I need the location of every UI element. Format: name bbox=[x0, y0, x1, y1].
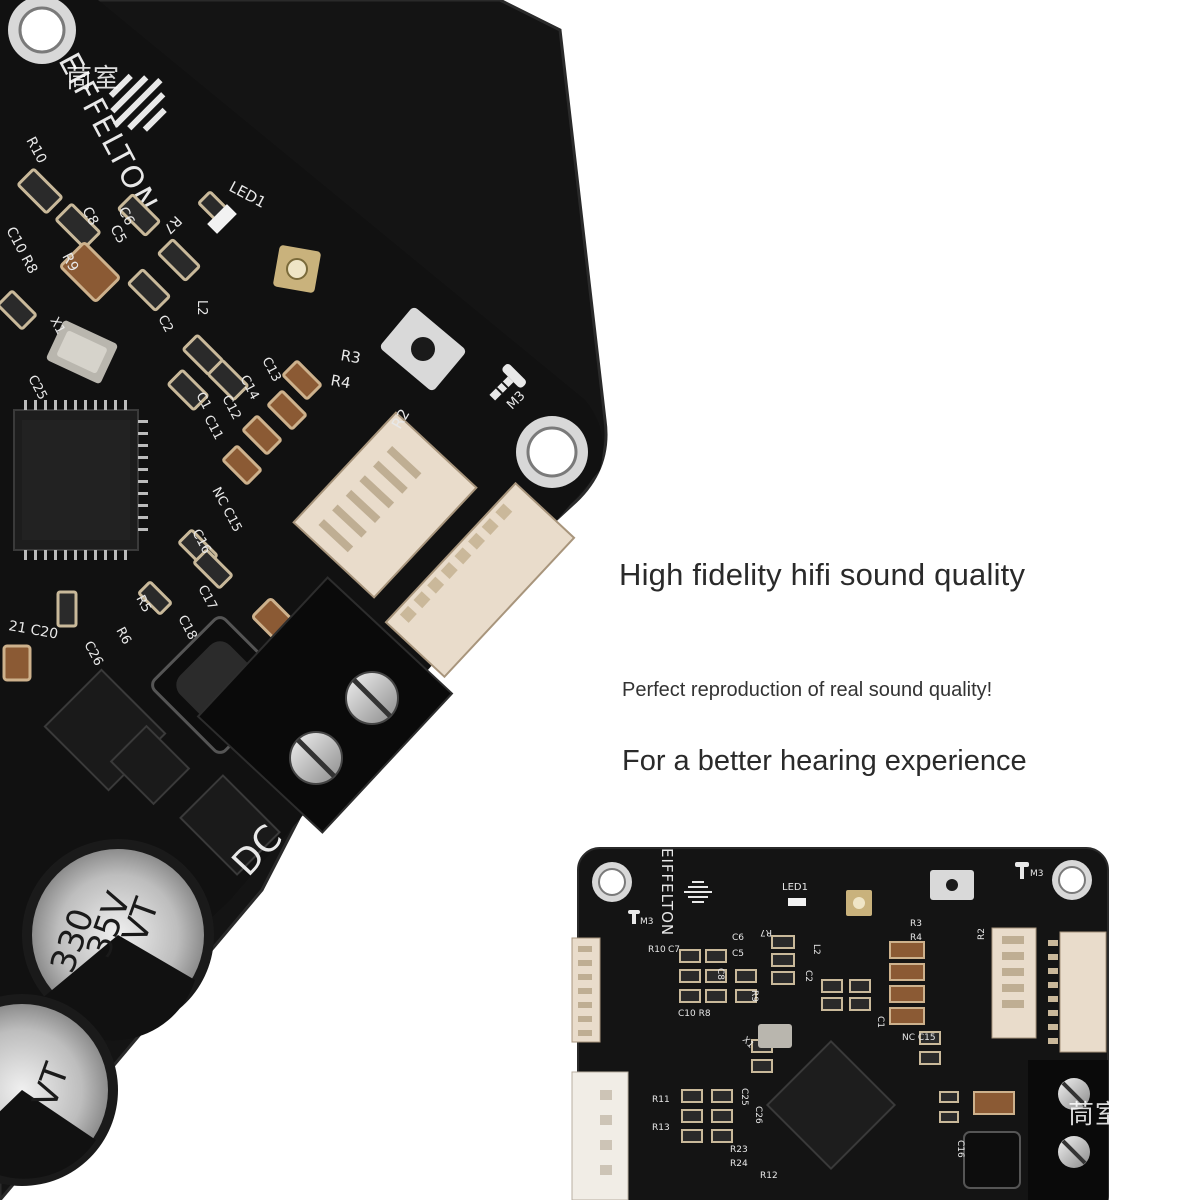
watermark-top-left: 茼室 bbox=[66, 64, 121, 94]
silkscreen-c1: C1 bbox=[192, 390, 213, 412]
silkscreen-r10: R10 bbox=[648, 945, 666, 955]
silkscreen-c1: C1 bbox=[875, 1016, 885, 1028]
electrolytic-capacitor-1 bbox=[22, 839, 214, 1041]
subline: Perfect reproduction of real sound quali… bbox=[622, 679, 993, 701]
mounting-hole-top bbox=[8, 0, 76, 64]
crystal-oscillator-small bbox=[758, 1024, 792, 1048]
main-ic-chip-small bbox=[765, 1039, 897, 1171]
main-ic-chip bbox=[13, 400, 148, 560]
brand-logo-icon-small bbox=[684, 881, 712, 903]
led-indicator bbox=[207, 204, 237, 234]
silkscreen-r3: R3 bbox=[339, 346, 362, 367]
silkscreen-r24: R24 bbox=[730, 1159, 748, 1169]
jst-connector-far-right-small bbox=[1048, 931, 1107, 1053]
jst-connector-bottom-left-small bbox=[571, 1071, 629, 1200]
silkscreen-r4: R4 bbox=[329, 371, 352, 392]
silkscreen-m3: M3 bbox=[1030, 869, 1044, 879]
tagline: For a better hearing experience bbox=[622, 745, 1027, 777]
silkscreen-r9: R9 bbox=[58, 250, 81, 274]
tactile-button bbox=[380, 307, 466, 391]
dc-terminal-block-small bbox=[1028, 1060, 1108, 1200]
silkscreen-l2: L2 bbox=[811, 944, 821, 955]
silkscreen-r9: R9 bbox=[749, 990, 759, 1002]
silkscreen-r7: R7 bbox=[760, 927, 772, 937]
silkscreen-r4: R4 bbox=[910, 933, 922, 943]
smd-components-small bbox=[679, 935, 959, 1143]
headline: High fidelity hifi sound quality bbox=[619, 557, 1026, 592]
screw-m3-icon bbox=[489, 364, 526, 401]
silkscreen-c8: C8 bbox=[78, 204, 101, 228]
silkscreen-r2: R2 bbox=[977, 928, 987, 940]
silkscreen-r23: R23 bbox=[730, 1145, 748, 1155]
silkscreen-c25: C25 bbox=[739, 1088, 749, 1106]
silkscreen-c10-r8: C10 R8 bbox=[678, 1009, 711, 1019]
silkscreen-x1: X1 bbox=[46, 315, 67, 337]
silkscreen-c6: C6 bbox=[732, 933, 744, 943]
silkscreen-r5: R5 bbox=[132, 593, 153, 615]
silkscreen-l2: L2 bbox=[194, 300, 209, 316]
dc-terminal-block bbox=[196, 576, 454, 834]
crystal-oscillator bbox=[46, 320, 118, 384]
voltage-regulator bbox=[43, 668, 281, 876]
silkscreen-c5: C5 bbox=[106, 222, 129, 246]
jst-connector-7pin bbox=[292, 411, 478, 599]
silkscreen-r12: R12 bbox=[760, 1171, 778, 1181]
silkscreen-led: LED1 bbox=[782, 882, 808, 893]
silkscreen-c2: C2 bbox=[154, 313, 175, 335]
silkscreen-r3: R3 bbox=[910, 919, 922, 929]
silkscreen-m3: M3 bbox=[640, 917, 654, 927]
silkscreen-r13: R13 bbox=[652, 1123, 670, 1133]
power-inductor-small bbox=[963, 1131, 1021, 1189]
brand-label-small: EIFFELTON bbox=[658, 848, 676, 936]
silkscreen-r6: R6 bbox=[112, 625, 133, 647]
screw-m3-icon-small bbox=[628, 862, 1029, 924]
mounting-hole-right bbox=[516, 416, 588, 488]
watermark-bottom-right: 茼室 bbox=[1068, 1100, 1123, 1130]
silkscreen-r11: R11 bbox=[652, 1095, 670, 1105]
silkscreen-c7: C7 bbox=[668, 945, 680, 955]
silkscreen-c15: NC C15 bbox=[902, 1033, 936, 1043]
brand-logo-icon bbox=[108, 73, 167, 132]
silkscreen-c16: C16 bbox=[955, 1140, 965, 1158]
silkscreen-c6: C6 bbox=[114, 204, 137, 228]
small-pcb-board-image: EIFFELTON M3 M3 LED1 R7 R3 R4 R2 L2 bbox=[571, 847, 1109, 1200]
jst-connector-8pin bbox=[384, 481, 576, 679]
silkscreen-c26: C26 bbox=[753, 1106, 763, 1124]
led-indicator-small bbox=[788, 898, 806, 906]
silkscreen-labels-small: R10 C7 C6 C5 C8 R9 C10 R8 X1 C1 C2 NC C1… bbox=[648, 933, 965, 1181]
silkscreen-c2: C2 bbox=[803, 970, 813, 982]
silkscreen-c8: C8 bbox=[715, 968, 725, 980]
jst-connector-left-small bbox=[571, 937, 601, 1043]
jst-connector-right-small bbox=[991, 927, 1037, 1039]
capacitor-blocks-small bbox=[889, 941, 1015, 1115]
antenna-connector bbox=[273, 245, 321, 293]
electrolytic-capacitor-2 bbox=[0, 994, 118, 1186]
silkscreen-c5: C5 bbox=[732, 949, 744, 959]
